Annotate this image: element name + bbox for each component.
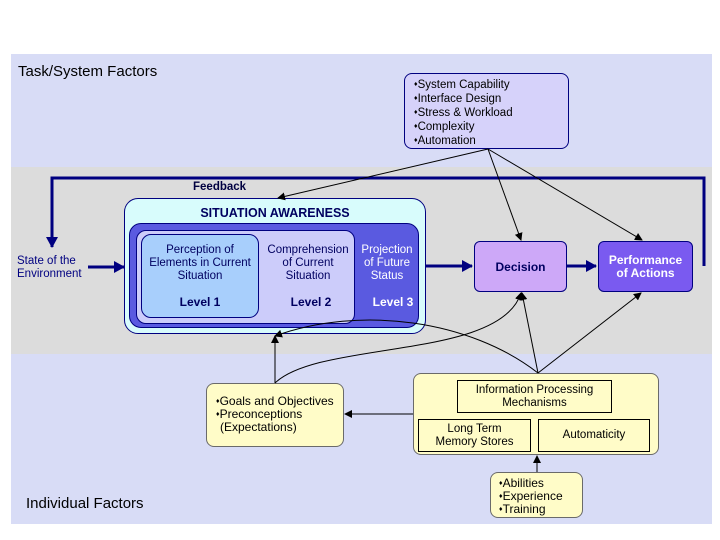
bullet-icon: ♦ bbox=[216, 398, 220, 405]
decision-box: Decision bbox=[474, 241, 567, 292]
bullet-icon: ♦ bbox=[414, 137, 418, 144]
system-factor-item: ♦Automation bbox=[414, 135, 476, 147]
individual-abilities-box: ♦Abilities ♦Experience ♦Training bbox=[490, 472, 583, 518]
system-to-sa-arrow bbox=[277, 148, 489, 201]
bullet-icon: ♦ bbox=[414, 109, 418, 116]
bullet-icon: ♦ bbox=[216, 411, 220, 418]
system-to-performance-arrow bbox=[487, 148, 643, 241]
system-factor-item: ♦Complexity bbox=[414, 121, 475, 133]
task-system-band bbox=[11, 54, 712, 167]
performance-box: Performance of Actions bbox=[598, 241, 693, 292]
level2-text: Comprehension of Current Situation bbox=[267, 244, 349, 282]
info-processing-box: Information Processing Mechanisms bbox=[457, 380, 612, 413]
system-factors-box: ♦System Capability ♦Interface Design ♦St… bbox=[404, 73, 569, 149]
goals-box: ♦Goals and Objectives ♦Preconceptions (E… bbox=[206, 383, 344, 447]
bullet-icon: ♦ bbox=[414, 81, 418, 88]
level1-box bbox=[141, 234, 259, 318]
situation-awareness-title: SITUATION AWARENESS bbox=[200, 206, 350, 220]
processing-to-performance-arrow bbox=[537, 292, 642, 374]
processing-to-sa-arrow bbox=[274, 319, 539, 374]
bullet-icon: ♦ bbox=[414, 123, 418, 130]
bullet-icon: ♦ bbox=[414, 95, 418, 102]
level3-label: Level 3 bbox=[372, 295, 414, 309]
level1-text: Perception of Elements in Current Situat… bbox=[149, 244, 251, 282]
processing-to-decision-arrow bbox=[519, 292, 539, 374]
level3-text: Projection of Future Status bbox=[361, 244, 413, 282]
bullet-icon: ♦ bbox=[499, 506, 503, 513]
automaticity-box: Automaticity bbox=[538, 419, 650, 452]
feedback-label: Feedback bbox=[193, 181, 247, 193]
level2-label: Level 2 bbox=[290, 295, 332, 309]
level1-label: Level 1 bbox=[179, 295, 221, 309]
bullet-icon: ♦ bbox=[499, 493, 503, 500]
goals-to-decision-arrow bbox=[274, 292, 523, 384]
system-to-decision-arrow bbox=[487, 148, 523, 241]
task-system-title: Task/System Factors bbox=[18, 63, 158, 80]
individual-factors-title: Individual Factors bbox=[26, 495, 144, 512]
long-term-memory-box: Long Term Memory Stores bbox=[418, 419, 531, 452]
feedback-loop-arrow bbox=[645, 176, 703, 266]
system-factor-item: ♦Interface Design bbox=[414, 93, 502, 105]
system-factor-item: ♦Stress & Workload bbox=[414, 107, 513, 119]
bullet-icon: ♦ bbox=[499, 480, 503, 487]
feedback-line bbox=[46, 176, 706, 266]
environment-label: State of the Environment bbox=[17, 255, 82, 280]
system-factor-item: ♦System Capability bbox=[414, 79, 510, 91]
